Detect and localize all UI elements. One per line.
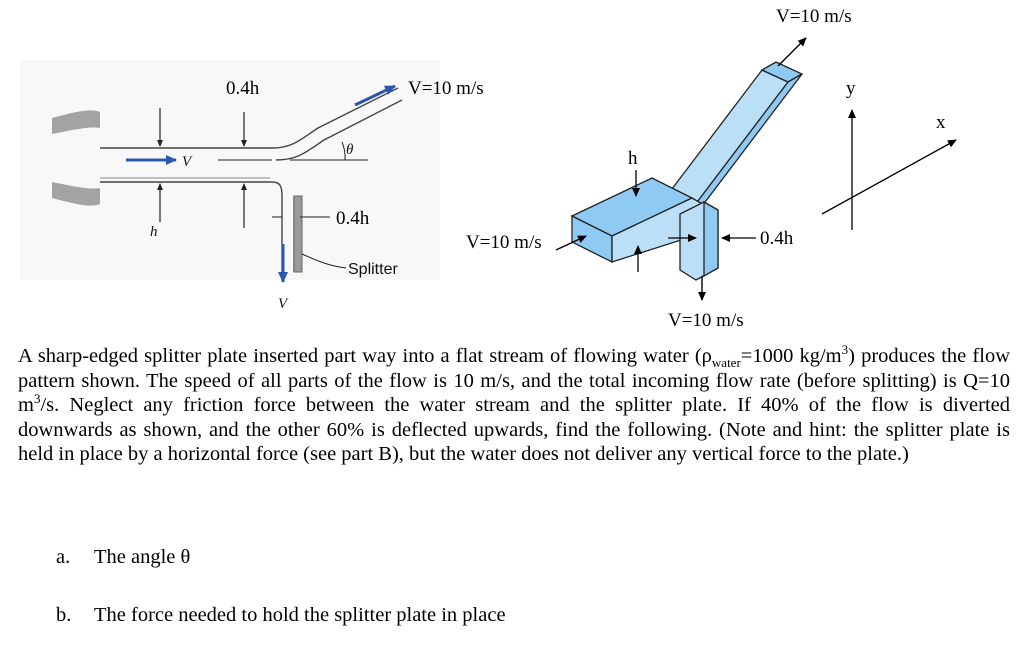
dim-branch-label: 0.4h bbox=[760, 228, 794, 249]
dim-top-label: 0.4h bbox=[226, 78, 260, 99]
problem-intro-2: =1000 kg/m bbox=[740, 345, 842, 367]
angle-label: θ bbox=[346, 142, 354, 158]
problem-intro-1: A sharp-edged splitter plate inserted pa… bbox=[18, 345, 712, 367]
splitter-label: Splitter bbox=[348, 261, 398, 278]
problem-statement: A sharp-edged splitter plate inserted pa… bbox=[18, 342, 1010, 467]
problem-intro-3: ) produces the flow pattern shown. The s… bbox=[18, 345, 1010, 416]
part-b-text: The force needed to hold the splitter pl… bbox=[94, 604, 506, 626]
part-a-text: The angle θ bbox=[94, 546, 191, 568]
axis-x-label: x bbox=[936, 112, 946, 133]
angle-arc bbox=[341, 141, 346, 161]
part-a-letter: a. bbox=[56, 546, 71, 568]
left-diagram: 0.4h V=10 m/s V θ h 0.4h Splitter V bbox=[20, 60, 484, 312]
nozzle-upper-wall bbox=[52, 110, 100, 134]
dim-h-label: h bbox=[628, 148, 638, 169]
upper-velocity-label: V=10 m/s bbox=[408, 78, 484, 99]
problem-figure: 0.4h V=10 m/s V θ h 0.4h Splitter V bbox=[20, 6, 957, 331]
nozzle-lower-wall bbox=[52, 182, 100, 206]
rho-subscript: water bbox=[711, 355, 741, 371]
upper-velocity-arrow bbox=[354, 84, 396, 107]
splitter-plate bbox=[293, 195, 303, 273]
x-axis bbox=[821, 139, 957, 215]
top-velocity-label: V=10 m/s bbox=[776, 6, 852, 27]
right-diagram: V=10 m/s h V=10 m/s 0.4h V=10 m/s y x bbox=[466, 6, 957, 331]
part-a: a. The angle θ bbox=[56, 546, 190, 569]
part-b: b. The force needed to hold the splitter … bbox=[56, 604, 506, 627]
lower-velocity-label: V bbox=[278, 296, 289, 312]
bottom-velocity-label: V=10 m/s bbox=[668, 310, 744, 331]
upper-branch-inner bbox=[275, 99, 403, 161]
dim-right-label: 0.4h bbox=[336, 208, 370, 229]
dim-left-label: h bbox=[150, 224, 158, 240]
problem-intro-4: /s. Neglect any friction force between t… bbox=[18, 394, 1010, 465]
inlet-velocity-arrow-3d bbox=[555, 235, 587, 251]
lower-branch bbox=[271, 181, 283, 272]
inlet-velocity-label-3d: V=10 m/s bbox=[466, 232, 542, 253]
upper-branch bbox=[271, 87, 399, 149]
flow-rate-exponent: 3 bbox=[33, 391, 41, 407]
axis-y-label: y bbox=[846, 78, 856, 99]
density-exponent: 3 bbox=[841, 342, 849, 358]
lower-branch-side bbox=[703, 200, 719, 278]
part-b-letter: b. bbox=[56, 604, 72, 626]
splitter-callout-line bbox=[301, 253, 347, 269]
inlet-velocity-label: V bbox=[182, 154, 193, 170]
top-velocity-arrow bbox=[777, 37, 807, 67]
